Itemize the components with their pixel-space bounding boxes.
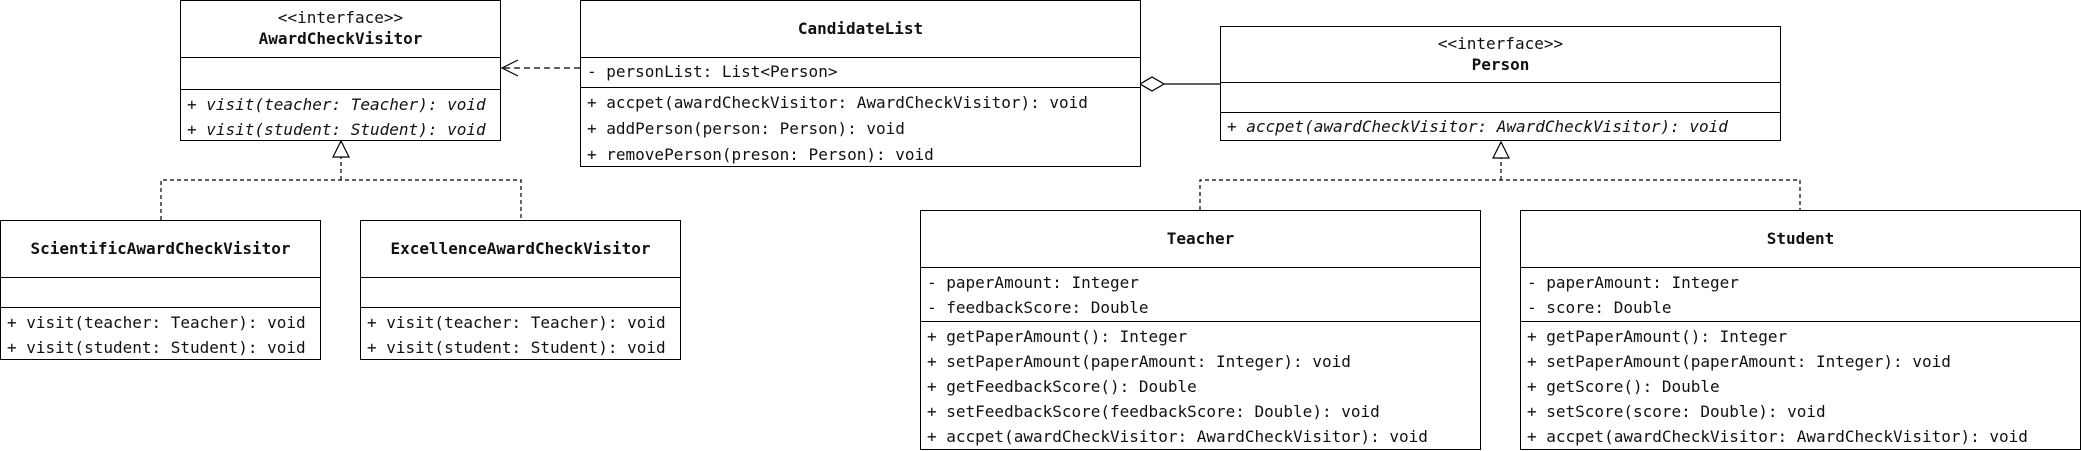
class-header: <<interface>> AwardCheckVisitor [181, 1, 500, 57]
method-get-paper-amount: + getPaperAmount(): Integer [927, 327, 1188, 346]
methods-section: + visit(teacher: Teacher): void + visit(… [361, 307, 680, 361]
methods-section: + visit(teacher: Teacher): void + visit(… [1, 307, 320, 361]
method-add-person: + addPerson(person: Person): void [587, 119, 905, 138]
class-header: <<interface>> Person [1221, 27, 1780, 82]
stereotype-label: <<interface>> [277, 8, 404, 27]
attribute-score: - score: Double [1527, 298, 1672, 317]
class-header: Student [1521, 211, 2080, 267]
method-accpet: + accpet(awardCheckVisitor: AwardCheckVi… [587, 93, 1088, 112]
methods-section: + visit(teacher: Teacher): void + visit(… [181, 89, 500, 142]
realization-visitors-to-awardcheckvisitor [160, 139, 522, 220]
methods-section: + getPaperAmount(): Integer + setPaperAm… [1521, 321, 2080, 451]
class-name: ExcellenceAwardCheckVisitor [390, 239, 651, 258]
attributes-section [1, 277, 320, 307]
method-visit-teacher: + visit(teacher: Teacher): void [367, 313, 666, 332]
class-header: CandidateList [581, 1, 1140, 57]
method-set-paper-amount: + setPaperAmount(paperAmount: Integer): … [927, 352, 1351, 371]
class-award-check-visitor[interactable]: <<interface>> AwardCheckVisitor + visit(… [180, 0, 501, 141]
attributes-section: - personList: List<Person> [581, 57, 1140, 87]
realization-teacher-student-to-person [1199, 140, 1801, 210]
class-name: CandidateList [797, 19, 924, 38]
class-name: AwardCheckVisitor [258, 29, 423, 48]
method-set-feedback-score: + setFeedbackScore(feedbackScore: Double… [927, 402, 1380, 421]
method-accpet: + accpet(awardCheckVisitor: AwardCheckVi… [927, 427, 1428, 446]
methods-section: + getPaperAmount(): Integer + setPaperAm… [921, 321, 1480, 451]
class-candidate-list[interactable]: CandidateList - personList: List<Person>… [580, 0, 1141, 167]
method-visit-student: + visit(student: Student): void [367, 338, 666, 357]
attributes-section [181, 57, 500, 89]
class-name: Student [1766, 229, 1835, 248]
attribute-paper-amount: - paperAmount: Integer [1527, 273, 1739, 292]
attributes-section [361, 277, 680, 307]
method-get-paper-amount: + getPaperAmount(): Integer [1527, 327, 1788, 346]
class-student[interactable]: Student - paperAmount: Integer - score: … [1520, 210, 2081, 450]
attributes-section: - paperAmount: Integer - score: Double [1521, 267, 2080, 321]
method-visit-student: + visit(student: Student): void [187, 120, 486, 139]
method-get-feedback-score: + getFeedbackScore(): Double [927, 377, 1197, 396]
class-excellence-award-check-visitor[interactable]: ExcellenceAwardCheckVisitor + visit(teac… [360, 220, 681, 360]
class-header: ScientificAwardCheckVisitor [1, 221, 320, 277]
class-scientific-award-check-visitor[interactable]: ScientificAwardCheckVisitor + visit(teac… [0, 220, 321, 360]
class-header: Teacher [921, 211, 1480, 267]
attributes-section [1221, 82, 1780, 112]
aggregation-candidatelist-person [1138, 76, 1220, 92]
method-visit-student: + visit(student: Student): void [7, 338, 306, 357]
class-teacher[interactable]: Teacher - paperAmount: Integer - feedbac… [920, 210, 1481, 450]
method-visit-teacher: + visit(teacher: Teacher): void [187, 95, 486, 114]
attributes-section: - paperAmount: Integer - feedbackScore: … [921, 267, 1480, 321]
methods-section: + accpet(awardCheckVisitor: AwardCheckVi… [1221, 112, 1780, 142]
method-get-score: + getScore(): Double [1527, 377, 1720, 396]
class-name: ScientificAwardCheckVisitor [30, 239, 291, 258]
method-accpet: + accpet(awardCheckVisitor: AwardCheckVi… [1527, 427, 2028, 446]
class-person[interactable]: <<interface>> Person + accpet(awardCheck… [1220, 26, 1781, 141]
stereotype-label: <<interface>> [1437, 33, 1564, 53]
attribute-paper-amount: - paperAmount: Integer [927, 273, 1139, 292]
class-header: ExcellenceAwardCheckVisitor [361, 221, 680, 277]
method-accpet: + accpet(awardCheckVisitor: AwardCheckVi… [1227, 117, 1728, 136]
attribute-feedback-score: - feedbackScore: Double [927, 298, 1149, 317]
method-remove-person: + removePerson(preson: Person): void [587, 145, 934, 164]
attribute-person-list: - personList: List<Person> [587, 62, 838, 81]
class-name: Teacher [1166, 229, 1235, 248]
class-name: Person [1471, 54, 1530, 74]
methods-section: + accpet(awardCheckVisitor: AwardCheckVi… [581, 87, 1140, 168]
method-set-paper-amount: + setPaperAmount(paperAmount: Integer): … [1527, 352, 1951, 371]
method-visit-teacher: + visit(teacher: Teacher): void [7, 313, 306, 332]
method-set-score: + setScore(score: Double): void [1527, 402, 1826, 421]
dependency-candidatelist-to-visitor [500, 59, 580, 77]
